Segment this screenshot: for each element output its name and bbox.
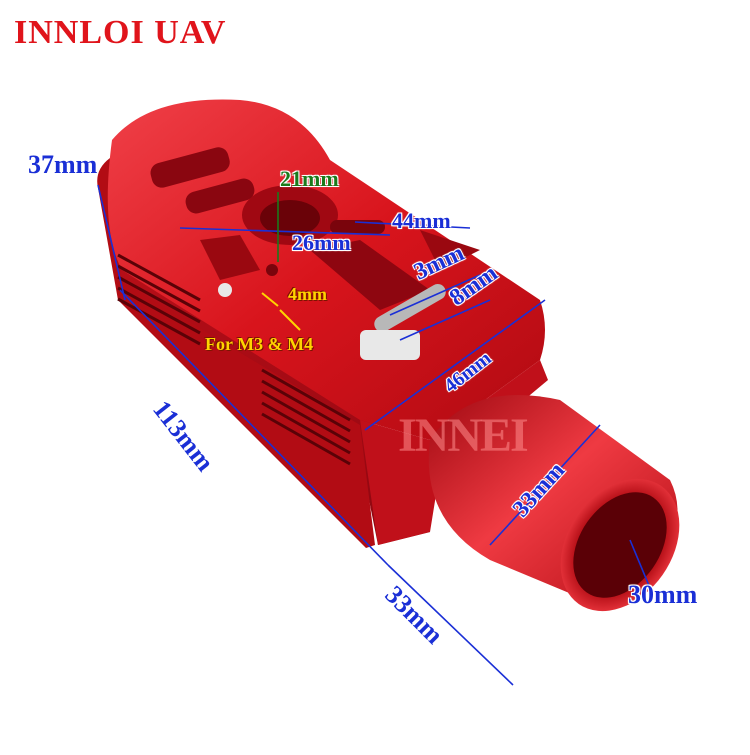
body-side-face	[98, 185, 430, 545]
screw-note: For M3 & M4	[205, 334, 314, 354]
dim-width-top: 37mm	[28, 150, 98, 179]
side-vents	[117, 253, 351, 466]
dim-slot-length: 44mm	[392, 208, 451, 233]
dim-hole-span: 26mm	[292, 230, 351, 255]
tube	[428, 395, 680, 612]
brand-title: INNLOI UAV	[14, 14, 227, 51]
watermark: INNEI	[398, 409, 529, 462]
dim-screw-offset: 4mm	[288, 284, 327, 304]
dim-tube-inner: 30mm	[628, 580, 698, 609]
dimension-lines	[97, 184, 651, 686]
arrow-yellow	[261, 292, 301, 331]
top-features	[150, 147, 480, 360]
body-top-face	[107, 99, 545, 440]
body-left-wall	[97, 150, 375, 548]
dim-hole-depth: 21mm	[280, 166, 339, 191]
